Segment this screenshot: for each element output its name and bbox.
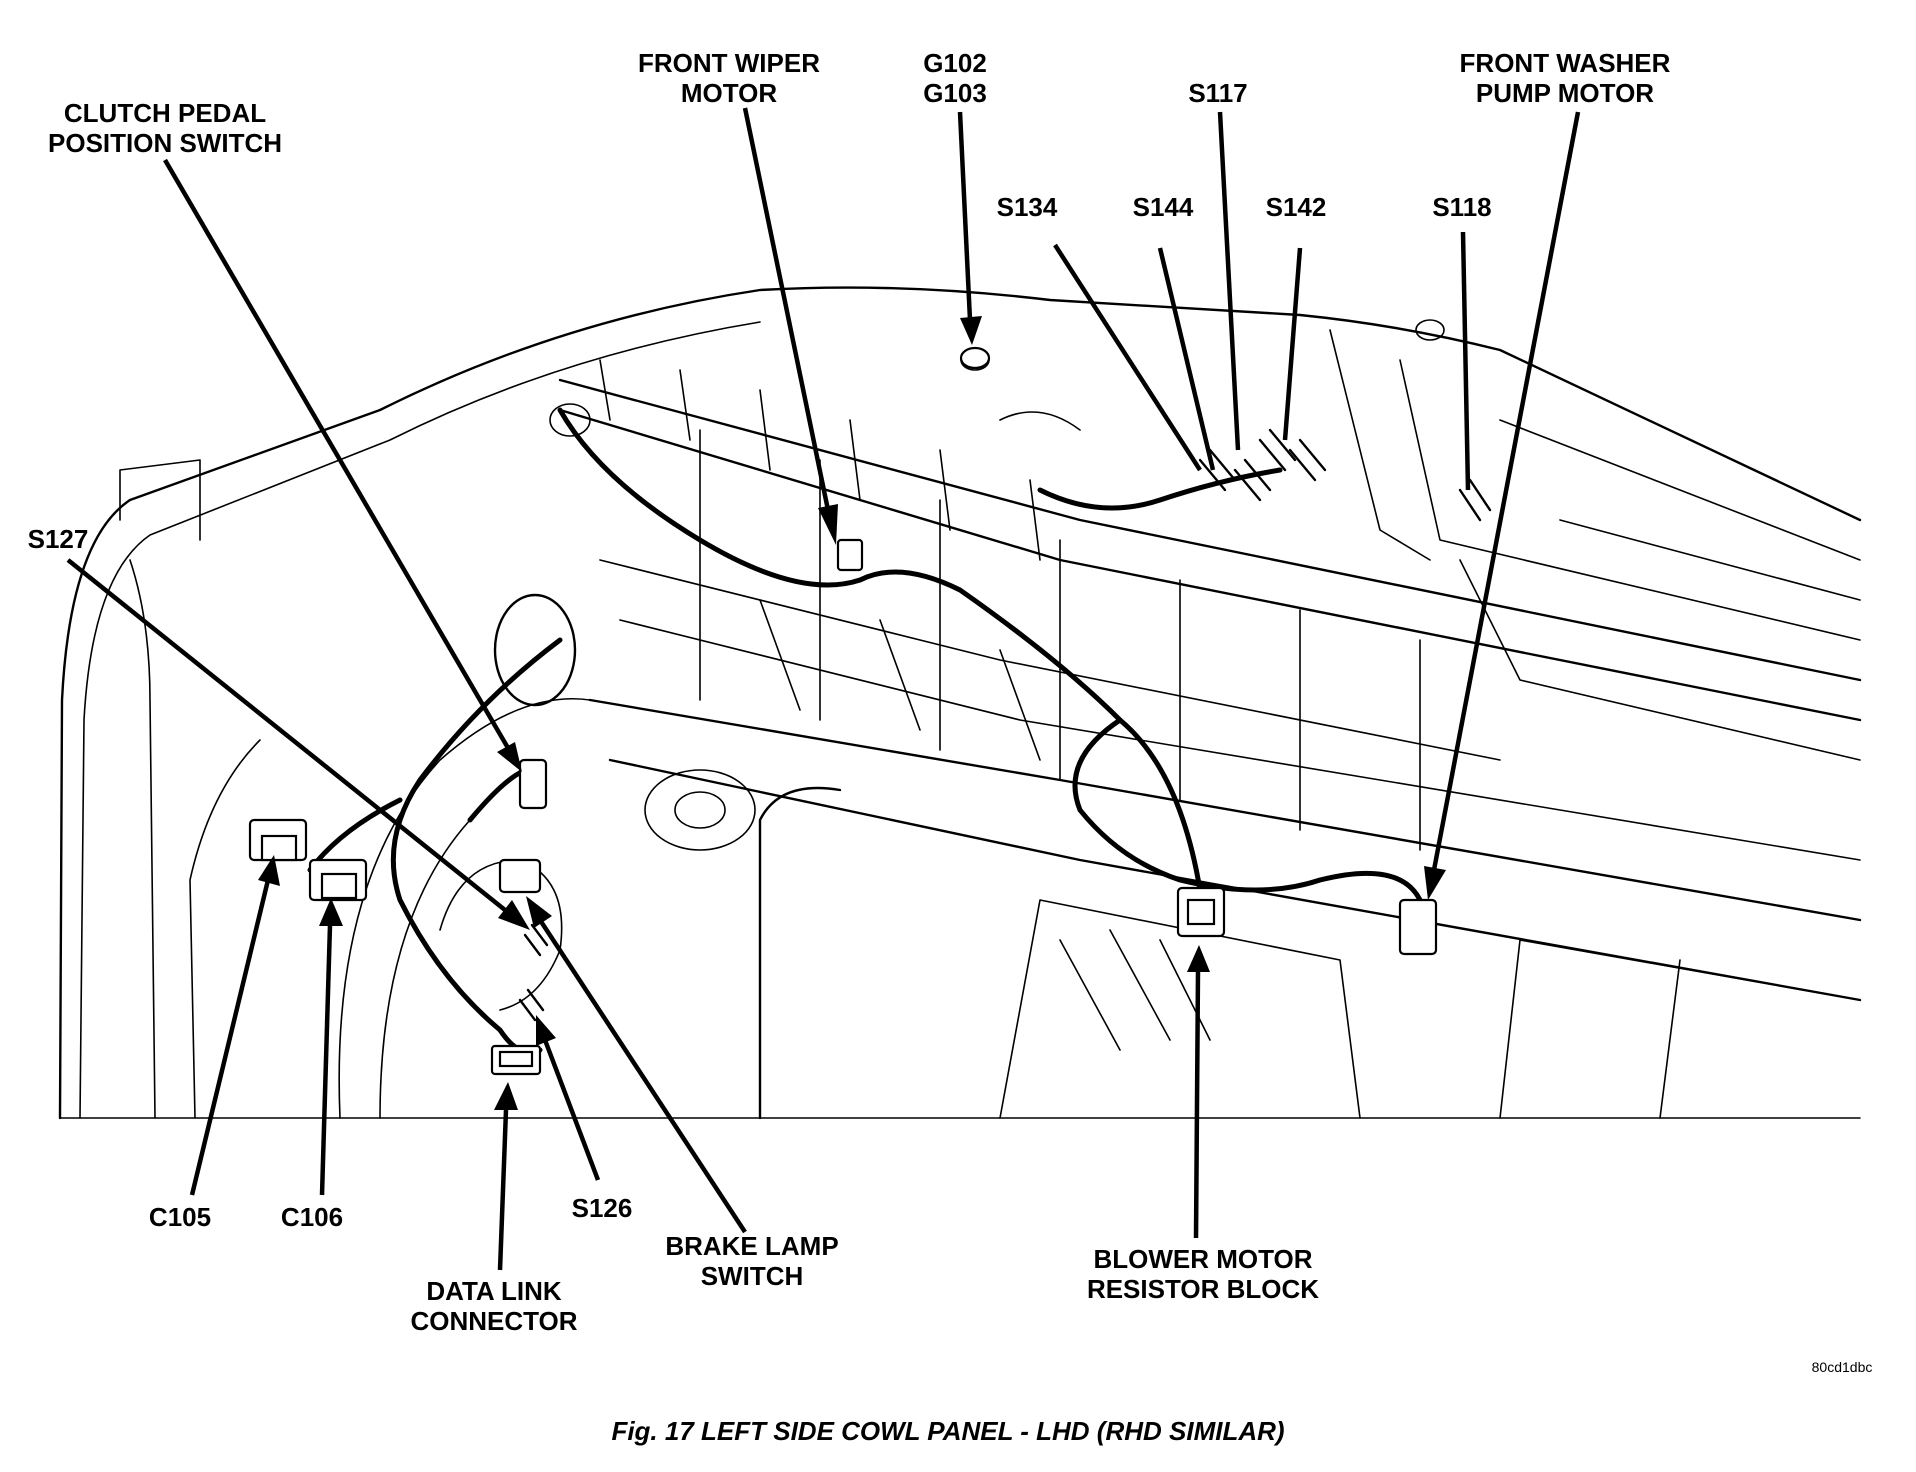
label-g103: G103 (923, 78, 987, 108)
label-c105: C105 (149, 1202, 211, 1232)
label-s117: S117 (1188, 78, 1247, 108)
label-c106: C106 (281, 1202, 343, 1232)
label-s144: S144 (1133, 192, 1194, 222)
image-code: 80cd1dbc (1812, 1359, 1873, 1375)
label-s126: S126 (572, 1193, 633, 1223)
label-s142: S142 (1266, 192, 1327, 222)
label-s118: S118 (1432, 192, 1491, 222)
label-blower-motor-line2: RESISTOR BLOCK (1087, 1274, 1319, 1304)
label-clutch-pedal-line1: CLUTCH PEDAL (64, 98, 266, 128)
label-blower-motor-line1: BLOWER MOTOR (1093, 1244, 1312, 1274)
ground-eyelet (959, 346, 991, 370)
clutch-switch-connector (518, 758, 548, 810)
label-s134: S134 (997, 192, 1058, 222)
figure-caption: Fig. 17 LEFT SIDE COWL PANEL - LHD (RHD … (611, 1416, 1284, 1446)
callout-labels: FRONT WIPER MOTOR G102 G103 S117 FRONT W… (28, 48, 1671, 1336)
label-s127: S127 (28, 524, 89, 554)
splice-marks (518, 428, 1492, 1022)
label-front-washer-pump-motor-line1: FRONT WASHER (1460, 48, 1671, 78)
label-data-link-line1: DATA LINK (426, 1276, 561, 1306)
components (248, 346, 1438, 1076)
washer-pump-connector (1398, 898, 1438, 956)
label-clutch-pedal-line2: POSITION SWITCH (48, 128, 282, 158)
wiper-motor-connector (836, 538, 864, 572)
leader-lines (66, 107, 1581, 1271)
label-front-wiper-motor-line1: FRONT WIPER (638, 48, 820, 78)
wire-harness (307, 407, 1423, 1055)
label-brake-lamp-line1: BRAKE LAMP (665, 1231, 838, 1261)
label-data-link-line2: CONNECTOR (410, 1306, 577, 1336)
brake-lamp-switch-connector (498, 858, 542, 894)
label-front-washer-pump-motor-line2: PUMP MOTOR (1476, 78, 1654, 108)
label-brake-lamp-line2: SWITCH (701, 1261, 804, 1291)
label-front-wiper-motor-line2: MOTOR (681, 78, 778, 108)
label-g102: G102 (923, 48, 987, 78)
